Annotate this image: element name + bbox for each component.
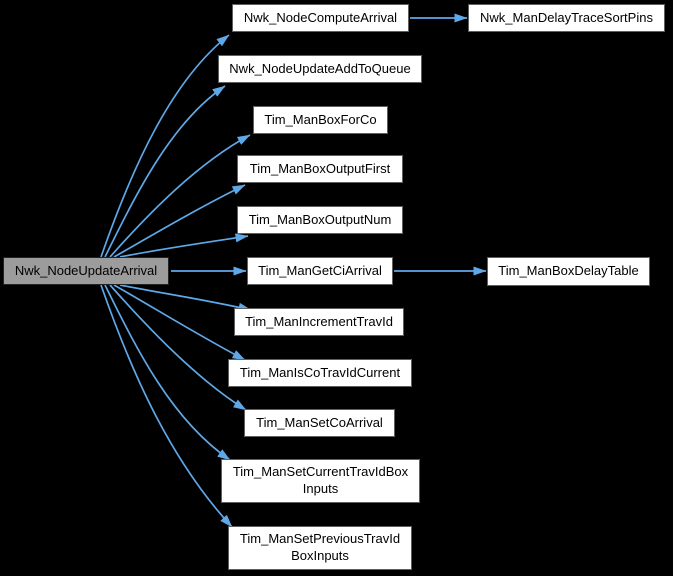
node-label-line2: Inputs — [302, 481, 339, 496]
edge-main-to-compute-arrival — [100, 34, 230, 258]
edge-main-to-box-output-num — [119, 233, 249, 258]
node-label: Tim_ManBoxOutputFirst — [249, 160, 391, 176]
node-label: Nwk_NodeComputeArrival — [243, 9, 398, 25]
edge-main-to-set-co-arrival — [109, 284, 247, 411]
node-label-line2: BoxInputs — [291, 548, 349, 563]
node-tim-man-set-previous-trav-id-box-inputs[interactable]: Tim_ManSetPreviousTravId BoxInputs — [228, 526, 412, 570]
edge-main-to-update-add-to-queue — [104, 85, 226, 258]
node-tim-man-box-output-num[interactable]: Tim_ManBoxOutputNum — [237, 206, 403, 234]
node-label-line1: Tim_ManSetPreviousTravId — [239, 531, 401, 547]
node-label: Tim_ManBoxOutputNum — [248, 211, 392, 227]
edge-main-to-set-previous-trav-id-box-inputs — [100, 284, 233, 528]
node-tim-man-box-for-co[interactable]: Tim_ManBoxForCo — [253, 106, 388, 134]
node-nwk-node-compute-arrival[interactable]: Nwk_NodeComputeArrival — [232, 4, 409, 32]
node-label: Nwk_NodeUpdateAddToQueue — [229, 60, 411, 76]
node-nwk-man-delay-trace-sort-pins[interactable]: Nwk_ManDelayTraceSortPins — [468, 4, 665, 32]
edge-main-to-increment-trav-id — [119, 284, 252, 312]
node-nwk-node-update-add-to-queue[interactable]: Nwk_NodeUpdateAddToQueue — [218, 55, 422, 83]
node-tim-man-set-current-trav-id-box-inputs[interactable]: Tim_ManSetCurrentTravIdBox Inputs — [221, 459, 420, 503]
node-nwk-node-update-arrival[interactable]: Nwk_NodeUpdateArrival — [3, 257, 169, 285]
node-label: Tim_ManBoxDelayTable — [498, 263, 639, 279]
node-tim-man-get-ci-arrival[interactable]: Tim_ManGetCiArrival — [247, 257, 393, 285]
node-label: Nwk_NodeUpdateArrival — [14, 262, 158, 278]
node-label-line1: Tim_ManSetCurrentTravIdBox — [232, 464, 409, 480]
node-label: Nwk_ManDelayTraceSortPins — [480, 9, 653, 25]
node-tim-man-box-delay-table[interactable]: Tim_ManBoxDelayTable — [487, 257, 650, 286]
node-tim-man-increment-trav-id[interactable]: Tim_ManIncrementTravId — [234, 308, 404, 336]
node-label: Tim_ManSetCoArrival — [256, 414, 383, 430]
node-label: Tim_ManIsCoTravIdCurrent — [239, 364, 401, 380]
edge-main-to-set-current-trav-id-box-inputs — [104, 284, 231, 461]
node-label: Tim_ManGetCiArrival — [258, 262, 382, 278]
edge-main-to-box-for-co — [109, 134, 251, 258]
edge-main-to-is-co-trav-id-current — [113, 284, 246, 361]
node-tim-man-box-output-first[interactable]: Tim_ManBoxOutputFirst — [237, 155, 403, 183]
edge-main-to-box-output-first — [113, 184, 246, 258]
node-label: Tim_ManBoxForCo — [264, 111, 377, 127]
node-tim-man-is-co-trav-id-current[interactable]: Tim_ManIsCoTravIdCurrent — [228, 359, 412, 387]
node-tim-man-set-co-arrival[interactable]: Tim_ManSetCoArrival — [244, 409, 395, 437]
node-label: Tim_ManIncrementTravId — [245, 313, 393, 329]
